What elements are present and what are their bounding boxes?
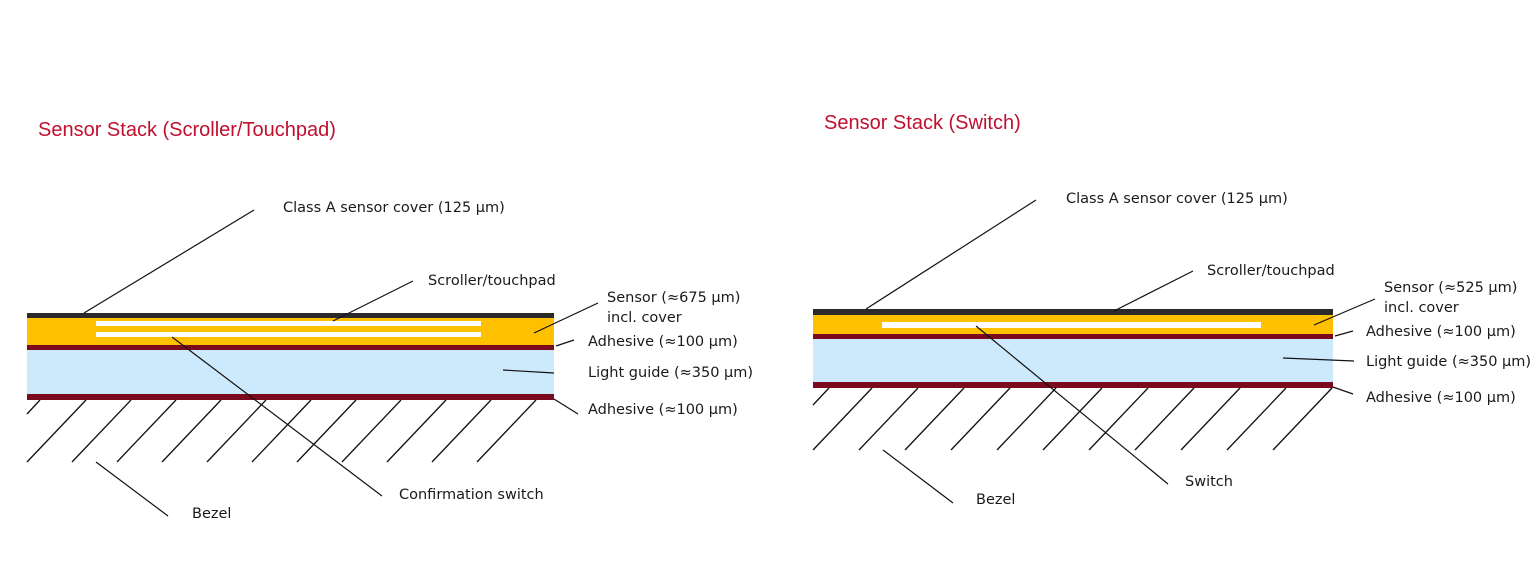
left-adhesive-bottom-label: Adhesive (≈100 µm) (588, 402, 738, 418)
right-leader-lines (865, 199, 1376, 504)
left-switch-electrode (96, 332, 481, 337)
right-bezel-label: Bezel (976, 492, 1015, 508)
right-title: Sensor Stack (Switch) (824, 112, 1021, 134)
left-cover-label: Class A sensor cover (125 µm) (283, 200, 505, 216)
right-switch-electrode (882, 322, 1261, 328)
left-bezel-hatching (26, 399, 537, 463)
right-switch-label: Switch (1185, 474, 1233, 490)
left-light-guide-layer (27, 349, 554, 395)
left-diagram: Sensor Stack (Scroller/Touchpad) (26, 119, 753, 522)
left-adhesive-top-layer (27, 345, 554, 350)
left-scroller-label: Scroller/touchpad (428, 273, 556, 289)
left-sensor-label-line1: Sensor (≈675 µm) (607, 290, 740, 306)
right-adhesive-bottom-label: Adhesive (≈100 µm) (1366, 390, 1516, 406)
right-cover-layer (813, 309, 1333, 315)
right-sensor-label-line2: incl. cover (1384, 300, 1459, 316)
right-scroller-label: Scroller/touchpad (1207, 263, 1335, 279)
left-sensor-label-line2: incl. cover (607, 310, 682, 326)
left-bezel-label: Bezel (192, 506, 231, 522)
left-cover-layer (27, 313, 554, 318)
right-bezel-hatching (812, 387, 1333, 451)
right-light-guide-label: Light guide (≈350 µm) (1366, 354, 1531, 370)
left-adhesive-top-label: Adhesive (≈100 µm) (588, 334, 738, 350)
right-adhesive-top-layer (813, 334, 1333, 339)
left-light-guide-label: Light guide (≈350 µm) (588, 365, 753, 381)
left-title: Sensor Stack (Scroller/Touchpad) (38, 119, 336, 141)
right-light-guide-layer (813, 338, 1333, 384)
right-sensor-label-line1: Sensor (≈525 µm) (1384, 280, 1517, 296)
right-diagram: Sensor Stack (Switch) (812, 112, 1531, 508)
left-scroller-electrode (96, 321, 481, 326)
right-adhesive-bottom-layer (813, 382, 1333, 388)
left-adhesive-bottom-layer (27, 394, 554, 400)
left-switch-label: Confirmation switch (399, 487, 544, 503)
right-adhesive-top-label: Adhesive (≈100 µm) (1366, 324, 1516, 340)
right-cover-label: Class A sensor cover (125 µm) (1066, 191, 1288, 207)
left-leader-lines (83, 209, 599, 517)
